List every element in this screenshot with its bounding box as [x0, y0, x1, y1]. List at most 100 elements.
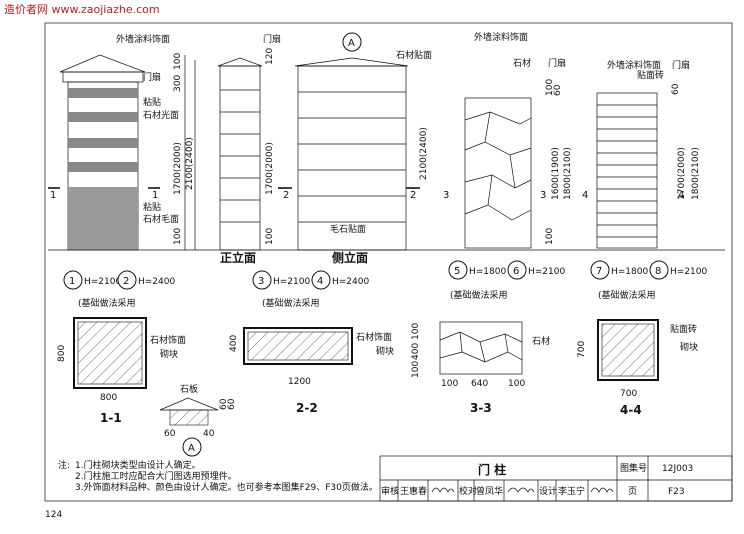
elevation-3: A 石材贴面 毛石贴面 2100(2400) 2 侧立面	[294, 32, 432, 265]
elevation-5: 外墙涂料饰面 贴面砖 门扇 60 1700(2000) 1800(2100) 4…	[582, 59, 701, 249]
e4-top-label: 外墙涂料饰面	[474, 31, 528, 43]
tb-review: 审核	[381, 485, 399, 497]
type-8-num: 8	[655, 266, 661, 277]
e4-dim-0: 100	[545, 79, 555, 96]
e4-dim-3: 1800(2100)	[563, 147, 573, 200]
type-5-h: H=1800	[469, 267, 506, 277]
s33-dim-1: 640	[471, 379, 488, 389]
type-2-h: H=2400	[138, 277, 175, 287]
note-2: 2.门柱施工时应配合大门图选用预埋件。	[75, 470, 237, 482]
note-1: 1.门柱砌块类型由设计人确定。	[75, 459, 201, 471]
e3-rubble: 毛石贴面	[330, 223, 366, 235]
s22-height: 400	[229, 335, 239, 352]
e4-dim-2: 1600(1900)	[551, 147, 561, 200]
section-3-3: 石材 100 400 100 100 640 100 3-3	[411, 321, 550, 415]
type-7-h: H=1800	[611, 267, 648, 277]
tb-page-no: F23	[668, 487, 685, 497]
type-4-h: H=2400	[332, 277, 369, 287]
e2-door-leaf: 门扇	[263, 33, 281, 45]
cap-dim-2: 60	[164, 429, 176, 439]
s11-title: 1-1	[100, 411, 122, 425]
cap-dim-1: 60	[227, 398, 237, 410]
foundation-note-3: (基础做法采用	[450, 289, 508, 301]
watermark-text: 造价者网 www.zaojiazhe.com	[4, 2, 160, 16]
foundation-note-2: (基础做法采用	[262, 297, 320, 309]
section-4-4: 贴面砖 砌块 700 700 4-4	[577, 319, 698, 417]
e1-sec-right: 1	[152, 190, 158, 201]
s22-block: 砌块	[376, 345, 394, 357]
e5-dim-2: 1800(2100)	[691, 147, 701, 200]
e5-door-leaf: 门扇	[672, 59, 690, 71]
e1-dim-2: 1700(2000)	[173, 142, 183, 195]
e3-sec: 2	[410, 190, 416, 201]
s11-stone: 石材饰面	[150, 334, 186, 346]
s11-block: 砌块	[160, 348, 178, 360]
s11-width: 800	[100, 393, 117, 403]
cap-ref: A	[188, 443, 195, 454]
tb-reviewer: 王惠春	[400, 485, 427, 497]
e2-dim-1: 1700(2000)	[265, 142, 275, 195]
s44-brick: 贴面砖	[670, 323, 697, 335]
e1-dim-4: 100	[173, 228, 183, 245]
note-3: 3.外饰面材料品种、颜色由设计人确定。也可参考本图集F29、F30页做法。	[75, 481, 378, 493]
tb-atlas-no: 12J003	[662, 464, 693, 474]
foundation-note-1: (基础做法采用	[78, 297, 136, 309]
type-5-num: 5	[454, 266, 460, 277]
e1-sec-left: 1	[50, 190, 56, 201]
tb-title: 门 柱	[478, 462, 506, 477]
s33-vdim-0: 100	[411, 323, 421, 340]
e4-door-leaf: 门扇	[548, 57, 566, 69]
s33-title: 3-3	[470, 401, 492, 415]
tb-atlas-label: 图集号	[620, 462, 647, 474]
s22-stone: 石材饰面	[356, 331, 392, 343]
section-2-2: 石材饰面 砌块 400 1200 2-2	[229, 327, 394, 415]
e5-brick-face: 贴面砖	[637, 69, 664, 81]
s33-dim-2: 100	[508, 379, 525, 389]
e2-dim-0: 120	[265, 48, 275, 65]
type-4-num: 4	[317, 276, 323, 287]
reviewer-signature	[431, 487, 455, 493]
type-3-h: H=2100	[273, 277, 310, 287]
e5-dim-1: 1700(2000)	[677, 147, 687, 200]
e5-sec-right: 4	[678, 190, 684, 201]
tb-checker: 曾凤华	[476, 485, 503, 497]
e1-door-leaf: 门扇	[143, 71, 161, 83]
type-7-num: 7	[596, 266, 602, 277]
s33-dim-0: 100	[441, 379, 458, 389]
s11-height: 800	[57, 345, 67, 362]
elevation-1: 外墙涂料饰面 门扇 粘贴 石材光面 粘贴 石材毛面 1 1 100 300 17…	[48, 33, 196, 251]
type-6-h: H=2100	[528, 267, 565, 277]
e1-paste-upper: 粘贴	[143, 96, 161, 108]
type-labels: 1 H=2100 2 H=2400 (基础做法采用 3 H=2100 4 H=2…	[63, 260, 707, 309]
cap-dim-0: 60	[219, 398, 229, 410]
type-2-num: 2	[123, 276, 129, 287]
e1-stone-smooth: 石材光面	[143, 109, 179, 121]
sheet-frame	[44, 22, 733, 502]
e1-paste-lower: 粘贴	[143, 201, 161, 213]
elevation-4: 外墙涂料饰面 石材 门扇 100 60 1600(1900) 1800(2100…	[443, 31, 573, 249]
type-1-num: 1	[69, 276, 75, 287]
elevation-2: 门扇 120 1700(2000) 100 2 正立面	[217, 33, 292, 265]
page-number: 124	[45, 510, 62, 520]
s33-vdim-1: 400	[411, 343, 421, 360]
title-block: 门 柱 图集号 12J003 审核 王惠春 校对 曾凤华 设计 李玉宁 页 F2…	[379, 455, 733, 502]
e3-stone-face: 石材贴面	[396, 49, 432, 61]
e4-sec-right: 3	[540, 190, 546, 201]
e2-sec: 2	[283, 190, 289, 201]
e5-sec-left: 4	[582, 190, 588, 201]
e1-dim-3: 2100(2400)	[185, 137, 195, 190]
cap-detail: 石板 60 60 60 40 A	[159, 383, 237, 457]
checker-signature	[507, 487, 535, 493]
e2-dim-2: 100	[265, 228, 275, 245]
s33-stone: 石材	[532, 335, 550, 347]
section-1-1: 石材饰面 砌块 800 800 1-1	[57, 317, 186, 425]
s44-block: 砌块	[680, 341, 698, 353]
notes: 注: 1.门柱砌块类型由设计人确定。 2.门柱施工时应配合大门图选用预埋件。 3…	[58, 459, 378, 493]
e4-dim-1: 60	[553, 84, 563, 96]
cap-dim-3: 40	[203, 429, 215, 439]
e5-top-label: 外墙涂料饰面	[607, 59, 661, 71]
s44-title: 4-4	[620, 403, 642, 417]
e4-dim-4: 100	[545, 228, 555, 245]
s22-title: 2-2	[296, 401, 318, 415]
